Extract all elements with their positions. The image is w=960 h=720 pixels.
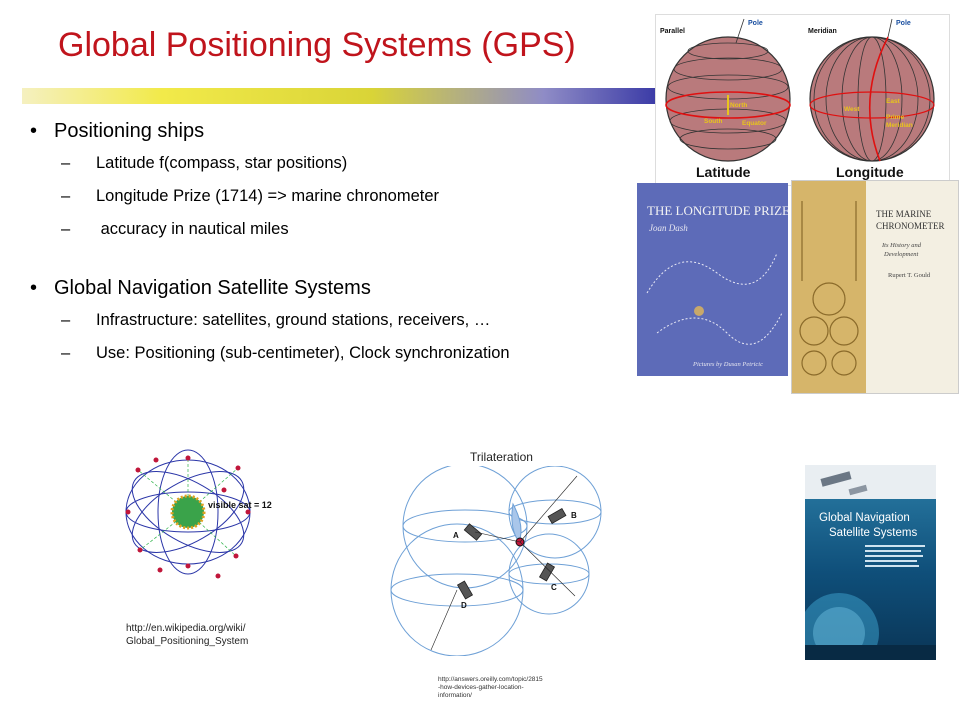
chronometer-subtitle-2: Development bbox=[883, 251, 918, 258]
chronometer-title-1: THE MARINE bbox=[876, 209, 932, 219]
north-label: North bbox=[730, 102, 747, 109]
subbullet-longitude-prize: –Longitude Prize (1714) => marine chrono… bbox=[61, 187, 440, 205]
longitude-book-author: Joan Dash bbox=[649, 223, 688, 233]
chronometer-author: Rupert T. Gould bbox=[888, 272, 931, 279]
south-label: South bbox=[704, 118, 722, 125]
parallel-label: Parallel bbox=[660, 28, 685, 35]
visible-sat-label: visible sat = 12 bbox=[208, 500, 272, 510]
title-underline-bar bbox=[22, 88, 658, 104]
pole-label-left: Pole bbox=[748, 20, 763, 27]
slide-title: Global Positioning Systems (GPS) bbox=[58, 26, 576, 64]
chronometer-subtitle-1: Its History and bbox=[881, 242, 922, 249]
wikipedia-caption: http://en.wikipedia.org/wiki/ Global_Pos… bbox=[126, 623, 249, 647]
gnss-book-title-2: Satellite Systems bbox=[829, 527, 917, 539]
longitude-book-title: THE LONGITUDE PRIZE bbox=[647, 203, 788, 218]
gnss-book-cover: Global Navigation Satellite Systems bbox=[805, 465, 936, 660]
bullet-positioning-ships: Positioning ships bbox=[30, 118, 650, 144]
trilat-label-a: A bbox=[453, 531, 459, 540]
prime-label: Prime bbox=[886, 114, 904, 121]
trilateration-image: A B C D bbox=[385, 466, 625, 656]
longitude-book-illustrator: Pictures by Dusan Petricic bbox=[692, 361, 763, 368]
bullet-gnss: Global Navigation Satellite Systems bbox=[30, 275, 650, 301]
longitude-prize-book-cover: THE LONGITUDE PRIZE Joan Dash Pictures b… bbox=[637, 183, 788, 376]
chronometer-title-2: CHRONOMETER bbox=[876, 221, 945, 231]
meridian-sub-label: Meridian bbox=[886, 122, 913, 129]
east-label: East bbox=[886, 98, 901, 105]
subbullet-infrastructure: –Infrastructure: satellites, ground stat… bbox=[61, 311, 491, 329]
gnss-book-title-1: Global Navigation bbox=[819, 512, 910, 524]
subbullet-latitude: –Latitude f(compass, star positions) bbox=[61, 154, 348, 172]
trilat-label-c: C bbox=[551, 583, 557, 592]
trilat-label-b: B bbox=[571, 511, 577, 520]
gps-constellation-image: visible sat = 12 bbox=[120, 440, 290, 588]
latitude-label: Latitude bbox=[696, 164, 751, 180]
latitude-longitude-globes-image: Parallel Pole North South Equator Latitu… bbox=[655, 14, 950, 186]
subbullet-accuracy: – accuracy in nautical miles bbox=[61, 220, 289, 238]
subbullet-use: –Use: Positioning (sub-centimeter), Cloc… bbox=[61, 344, 510, 362]
bullet-list: Positioning ships –Latitude f(compass, s… bbox=[30, 118, 650, 375]
marine-chronometer-book-cover: THE MARINE CHRONOMETER Its History and D… bbox=[791, 180, 959, 394]
equator-label: Equator bbox=[742, 120, 767, 127]
longitude-label: Longitude bbox=[836, 164, 904, 180]
globe-diagram: Parallel Pole North South Equator Latitu… bbox=[660, 18, 935, 180]
trilateration-title: Trilateration bbox=[470, 450, 533, 464]
oreilly-caption: http://answers.oreilly.com/topic/2815 -h… bbox=[438, 676, 543, 699]
pole-label-right: Pole bbox=[896, 20, 911, 27]
meridian-label: Meridian bbox=[808, 28, 837, 35]
west-label: West bbox=[844, 106, 860, 113]
trilat-label-d: D bbox=[461, 601, 467, 610]
